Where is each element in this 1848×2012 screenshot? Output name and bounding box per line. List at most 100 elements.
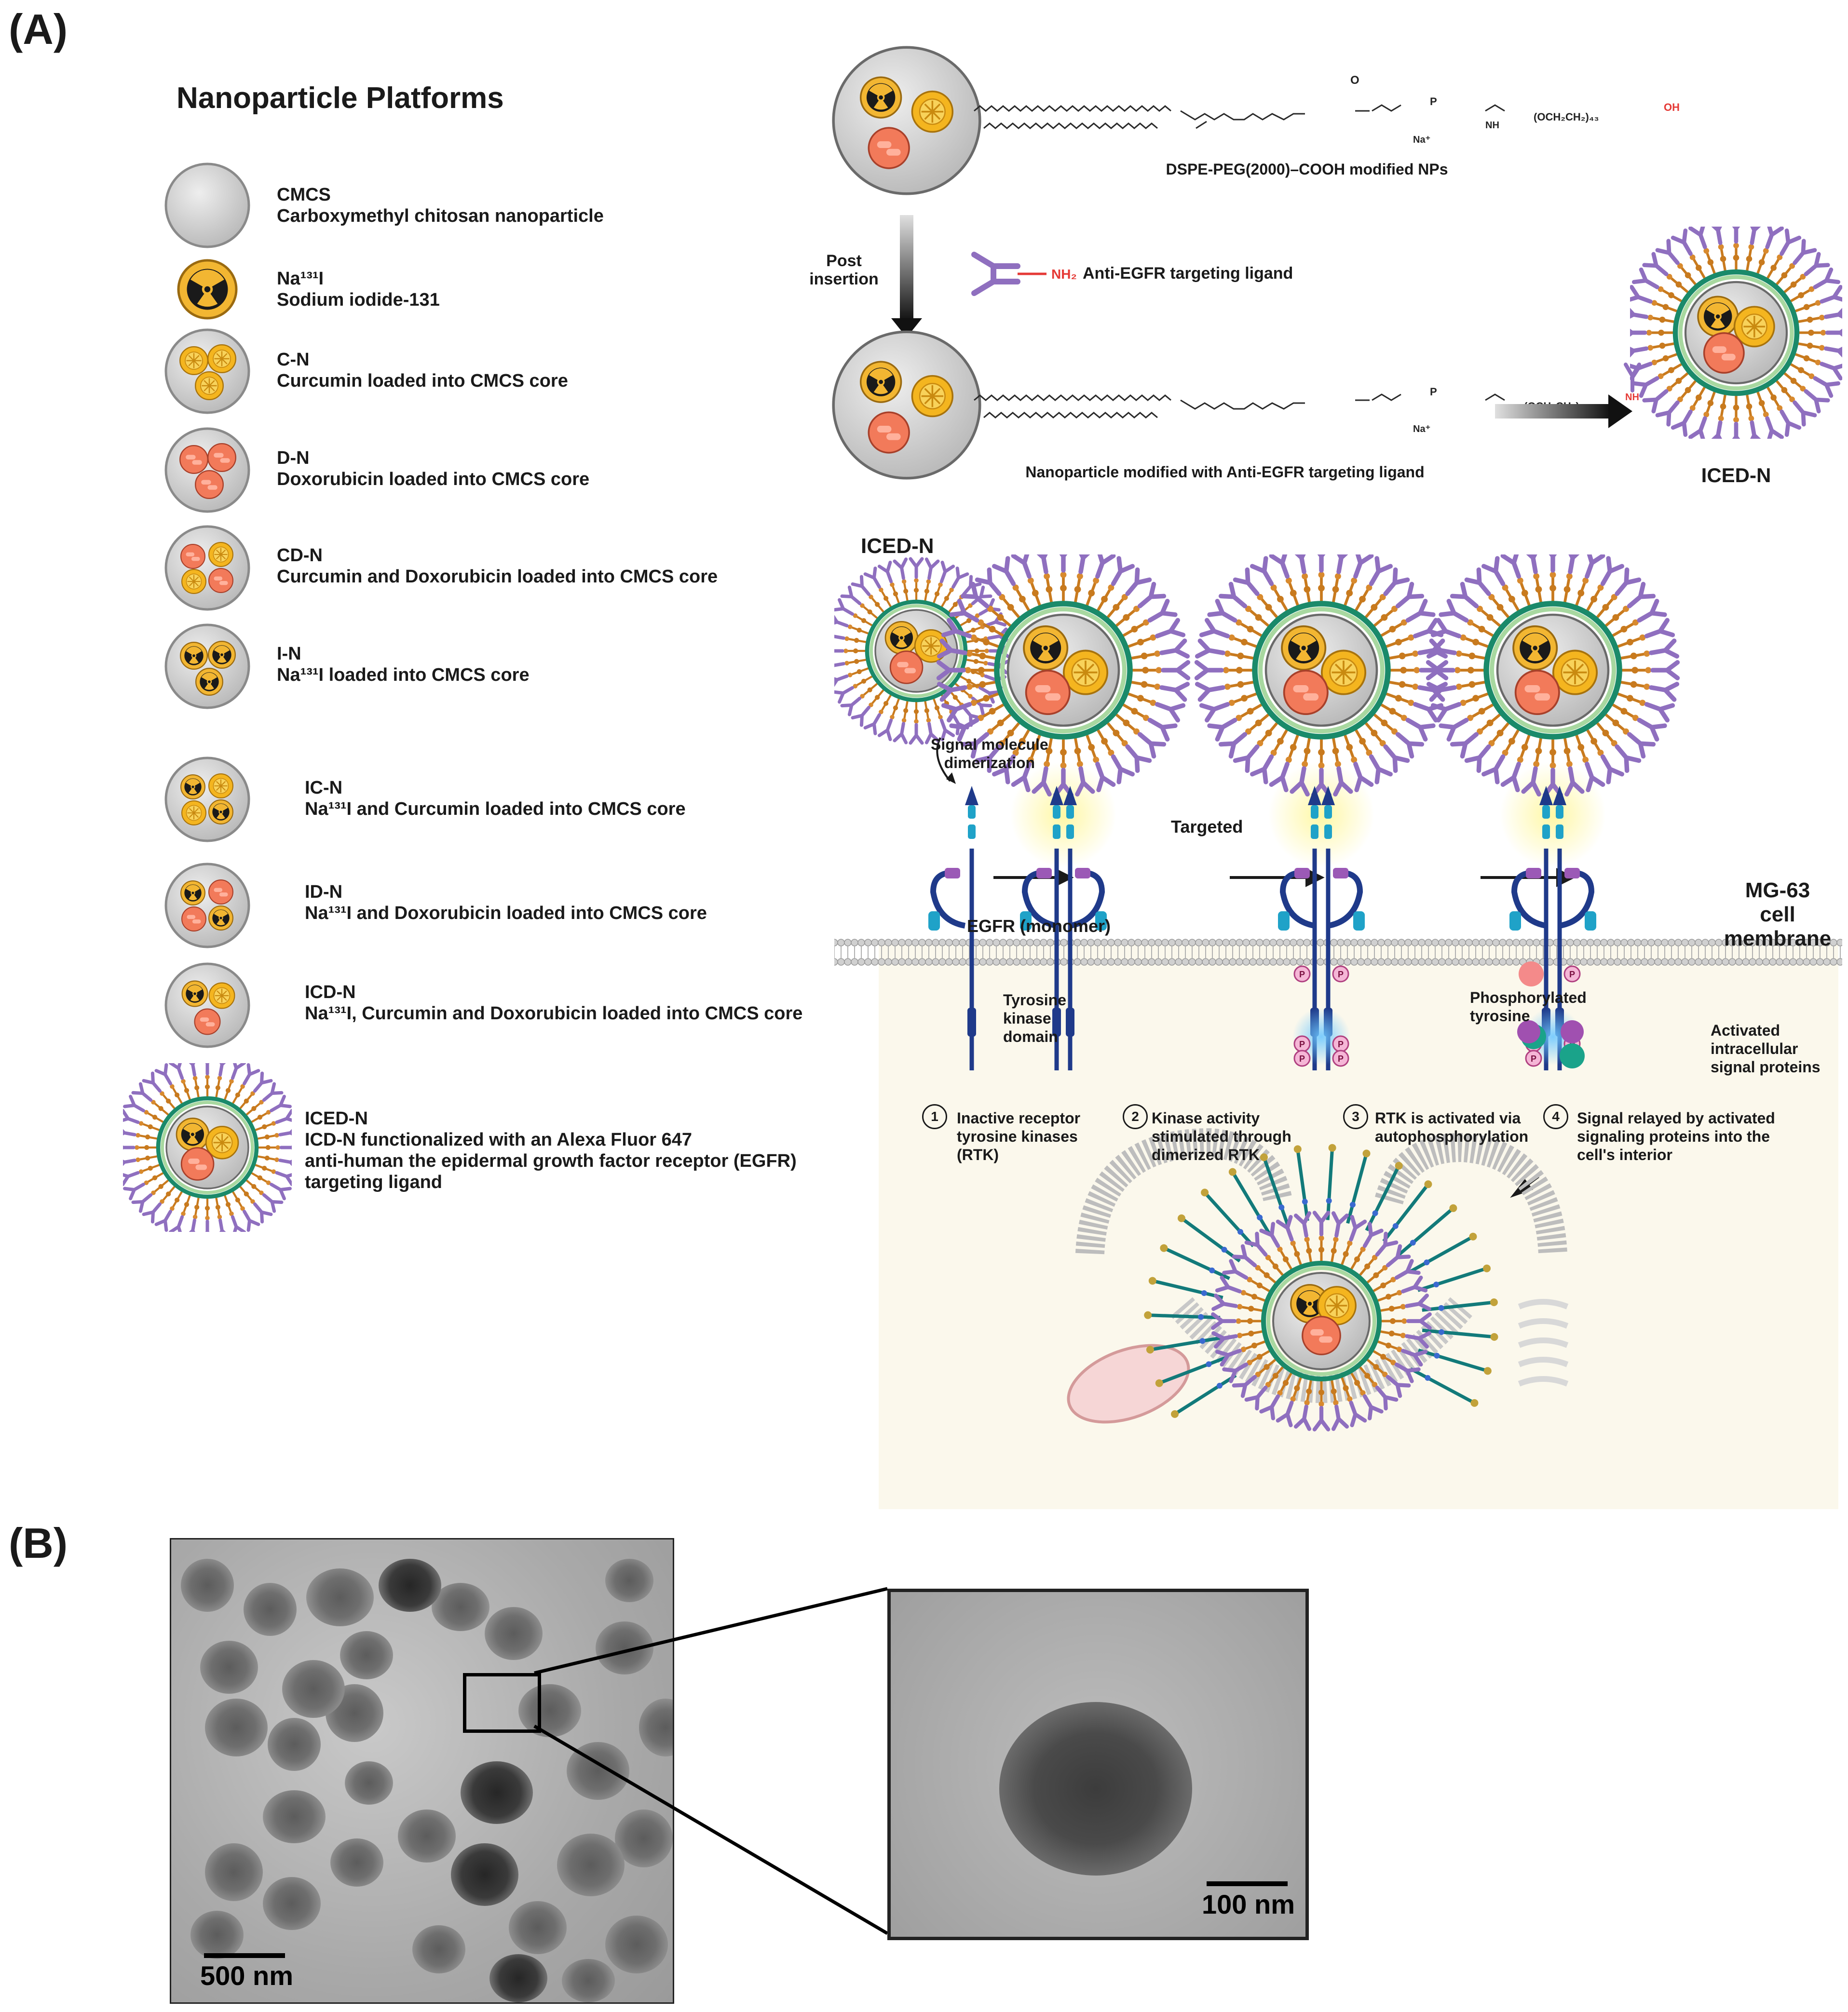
nanoparticle-blob xyxy=(461,1761,533,1824)
activated-label: Activated intracellular signal proteins xyxy=(1711,1021,1821,1076)
step-3-line-2: autophosphorylation xyxy=(1375,1128,1529,1145)
svg-text:P: P xyxy=(1338,970,1344,979)
step-4-line-2: signaling proteins into the xyxy=(1577,1128,1770,1145)
legend-code: CD-N xyxy=(277,545,323,566)
svg-text:P: P xyxy=(1299,1040,1305,1049)
nanoparticle-blob xyxy=(485,1607,543,1660)
legend-desc: Na¹³¹I, Curcumin and Doxorubicin loaded … xyxy=(305,1003,803,1024)
legend-desc: anti-human the epidermal growth factor r… xyxy=(305,1151,797,1171)
legend-desc: Na¹³¹I loaded into CMCS core xyxy=(277,665,530,685)
cmcs-particle-icon xyxy=(164,162,250,248)
iced-n-particle xyxy=(1213,1213,1429,1429)
tk-label-2: kinase xyxy=(1003,1010,1051,1027)
legend-code: C-N xyxy=(277,350,310,370)
dn-particle-icon xyxy=(164,427,250,513)
nanoparticle-blob xyxy=(205,1843,263,1901)
signal-label-1: Signal molecule xyxy=(931,736,1048,753)
scale-label-100nm: 100 nm xyxy=(1202,1889,1295,1919)
membrane-label-1: MG-63 xyxy=(1745,878,1810,902)
egfr-receptor xyxy=(928,786,978,1070)
svg-text:P: P xyxy=(1531,1054,1536,1064)
legend-code: I-N xyxy=(277,644,301,664)
iced-n-particle xyxy=(1197,554,1446,795)
cdn-particle-icon xyxy=(164,525,250,611)
legend-desc: ICD-N functionalized with an Alexa Fluor… xyxy=(305,1130,693,1150)
radiation-icon xyxy=(178,260,236,318)
step-text-2: Kinase activity stimulated through dimer… xyxy=(1152,1109,1306,1164)
tk-label: Tyrosine kinase domain xyxy=(1003,991,1066,1046)
nanoparticle-blob xyxy=(244,1583,297,1636)
nanoparticle-blob xyxy=(451,1843,518,1906)
mechanism-iced-label: ICED-N xyxy=(861,534,934,558)
legend-desc: Carboxymethyl chitosan nanoparticle xyxy=(277,206,604,226)
iced-n-particle xyxy=(939,554,1188,795)
in-particle-icon xyxy=(164,623,250,709)
nanoparticle-blob xyxy=(412,1925,465,1973)
nh-label-bottom: NH xyxy=(1625,392,1639,403)
iced-n-particle xyxy=(1428,554,1678,795)
svg-text:P: P xyxy=(1338,1040,1344,1049)
icdn-particle-icon xyxy=(164,962,250,1048)
step-number-2: 2 xyxy=(1123,1104,1148,1129)
core-particle-bottom xyxy=(833,332,980,478)
platforms-title: Nanoparticle Platforms xyxy=(177,81,504,115)
step-number-1: 1 xyxy=(922,1104,947,1129)
ligand-label: Anti-EGFR targeting ligand xyxy=(1083,264,1293,283)
nanoparticle-blob xyxy=(200,1641,258,1694)
mechanism-diagram: PPPPPPPPPPPP xyxy=(834,554,1842,1509)
legend-desc: Na¹³¹I and Curcumin loaded into CMCS cor… xyxy=(305,799,686,819)
tem-zoom-image: 100 nm xyxy=(887,1589,1309,1940)
legend-icdn: ICD-N Na¹³¹I, Curcumin and Doxorubicin l… xyxy=(305,982,802,1024)
endocytosis-illustration xyxy=(1067,1128,1569,1424)
panel-label-a: (A) xyxy=(9,5,68,53)
legend-cdn: CD-N Curcumin and Doxorubicin loaded int… xyxy=(277,545,718,587)
legend-icedn: ICED-N ICD-N functionalized with an Alex… xyxy=(305,1108,797,1193)
targeted-label: Targeted xyxy=(1171,817,1243,837)
legend-desc: Curcumin and Doxorubicin loaded into CMC… xyxy=(277,567,718,587)
legend-cmcs: CMCS Carboxymethyl chitosan nanoparticle xyxy=(277,184,604,227)
nanoparticle-blob xyxy=(263,1790,326,1843)
icn-particle-icon xyxy=(164,756,250,842)
nanoparticle-blob xyxy=(181,1559,234,1612)
legend-nai: Na¹³¹I Sodium iodide-131 xyxy=(277,268,440,311)
nh2-label: NH₂ xyxy=(1051,267,1077,282)
step-text-1: Inactive receptor tyrosine kinases (RTK) xyxy=(957,1109,1111,1164)
step-2-line-3: dimerized RTK xyxy=(1152,1146,1260,1163)
step-1-line-3: (RTK) xyxy=(957,1146,999,1163)
svg-text:P: P xyxy=(1299,970,1305,979)
legend-code: ICED-N xyxy=(305,1108,368,1129)
legend-code: CMCS xyxy=(277,185,331,205)
dspe-peg-chain-top xyxy=(974,104,1505,129)
legend-code: ID-N xyxy=(305,882,343,902)
phospho-label: Phosphorylated tyrosine xyxy=(1470,988,1587,1025)
synthesis-schematic: O P NH Na⁺ (OCH₂CH₂)₄₃ OH DSPE-PEG(2000)… xyxy=(810,43,1771,486)
nanoparticle-blob xyxy=(557,1834,625,1896)
svg-text:P: P xyxy=(1299,1054,1305,1064)
membrane-label: MG-63 cell membrane xyxy=(1707,878,1848,951)
nanoparticle-blob xyxy=(330,1838,383,1887)
step-2-line-1: Kinase activity xyxy=(1152,1109,1260,1127)
nanoparticle-blob xyxy=(562,1959,615,2002)
tem-overview-image: 500 nm xyxy=(170,1538,674,2004)
membrane-label-2: cell membrane xyxy=(1724,903,1832,950)
tk-label-3: domain xyxy=(1003,1028,1058,1045)
iced-n-particle xyxy=(1630,227,1842,439)
legend-desc: Curcumin loaded into CMCS core xyxy=(277,371,568,391)
nanoparticle-blob xyxy=(282,1660,345,1718)
antibody-ligand-icon xyxy=(971,252,1046,296)
nanoparticle-blob xyxy=(379,1559,441,1612)
nanoparticle-blob xyxy=(340,1631,393,1679)
cn-particle-icon xyxy=(164,328,250,414)
nanoparticle-blob xyxy=(605,1916,668,1973)
legend-desc: targeting ligand xyxy=(305,1172,442,1192)
post-insertion-label-1: Post xyxy=(826,252,862,270)
nanoparticle-blob xyxy=(596,1621,653,1674)
idn-particle-icon xyxy=(164,863,250,948)
zoom-selection-box xyxy=(463,1673,541,1733)
signal-label: Signal molecule dimerization xyxy=(931,735,1048,772)
egfr-label: EGFR (monomer) xyxy=(967,916,1111,936)
egfr-receptor xyxy=(1020,786,1107,1070)
step-4-line-1: Signal relayed by activated xyxy=(1577,1109,1775,1127)
activated-label-3: signal proteins xyxy=(1711,1058,1821,1076)
